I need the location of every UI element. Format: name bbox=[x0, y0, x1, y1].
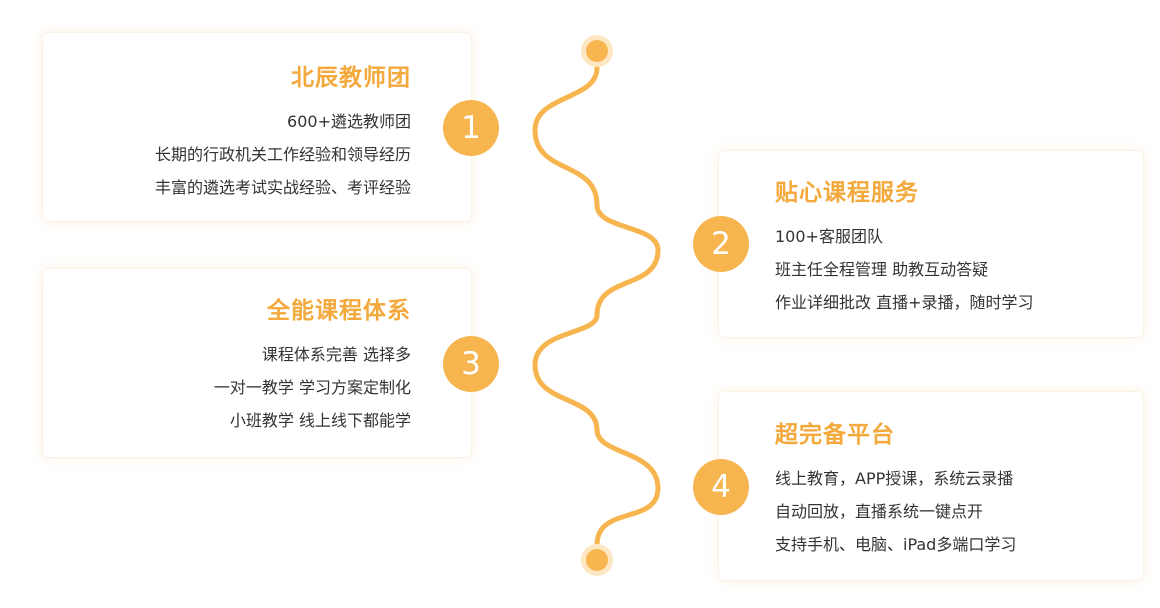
feature-card-1: 北辰教师团 600+遴选教师团 长期的行政机关工作经验和领导经历 丰富的遴选考试… bbox=[42, 32, 472, 222]
step-badge-3: 3 bbox=[443, 336, 499, 392]
feature-lines-2: 100+客服团队 班主任全程管理 助教互动答疑 作业详细批改 直播+录播，随时学… bbox=[775, 220, 1143, 319]
feature-title-3: 全能课程体系 bbox=[267, 298, 411, 324]
feature-card-3: 全能课程体系 课程体系完善 选择多 一对一教学 学习方案定制化 小班教学 线上线… bbox=[42, 268, 472, 458]
feature-line: 丰富的遴选考试实战经验、考评经验 bbox=[154, 178, 411, 197]
step-badge-4: 4 bbox=[693, 459, 749, 515]
feature-line: 线上教育，APP授课，系统云录播 bbox=[775, 469, 1014, 488]
feature-line: 一对一教学 学习方案定制化 bbox=[213, 378, 411, 397]
step-badge-1: 1 bbox=[443, 100, 499, 156]
feature-title-2: 贴心课程服务 bbox=[775, 180, 919, 206]
feature-title-4: 超完备平台 bbox=[775, 422, 895, 448]
feature-title-1: 北辰教师团 bbox=[291, 65, 411, 91]
feature-line: 课程体系完善 选择多 bbox=[261, 345, 411, 364]
step-badge-2: 2 bbox=[693, 216, 749, 272]
timeline-end-dot bbox=[586, 549, 608, 571]
feature-line: 作业详细批改 直播+录播，随时学习 bbox=[775, 293, 1034, 312]
feature-lines-3: 课程体系完善 选择多 一对一教学 学习方案定制化 小班教学 线上线下都能学 bbox=[43, 338, 411, 437]
feature-line: 自动回放，直播系统一键点开 bbox=[775, 502, 984, 521]
feature-card-4: 超完备平台 线上教育，APP授课，系统云录播 自动回放，直播系统一键点开 支持手… bbox=[718, 391, 1144, 581]
feature-line: 班主任全程管理 助教互动答疑 bbox=[775, 260, 989, 279]
feature-line: 长期的行政机关工作经验和领导经历 bbox=[154, 145, 411, 164]
feature-line: 100+客服团队 bbox=[775, 227, 883, 246]
feature-card-2: 贴心课程服务 100+客服团队 班主任全程管理 助教互动答疑 作业详细批改 直播… bbox=[718, 150, 1144, 338]
feature-line: 小班教学 线上线下都能学 bbox=[229, 411, 411, 430]
feature-line: 600+遴选教师团 bbox=[287, 112, 411, 131]
timeline-start-dot bbox=[586, 40, 608, 62]
feature-lines-4: 线上教育，APP授课，系统云录播 自动回放，直播系统一键点开 支持手机、电脑、i… bbox=[775, 462, 1143, 561]
feature-lines-1: 600+遴选教师团 长期的行政机关工作经验和领导经历 丰富的遴选考试实战经验、考… bbox=[43, 105, 411, 204]
feature-line: 支持手机、电脑、iPad多端口学习 bbox=[775, 535, 1017, 554]
